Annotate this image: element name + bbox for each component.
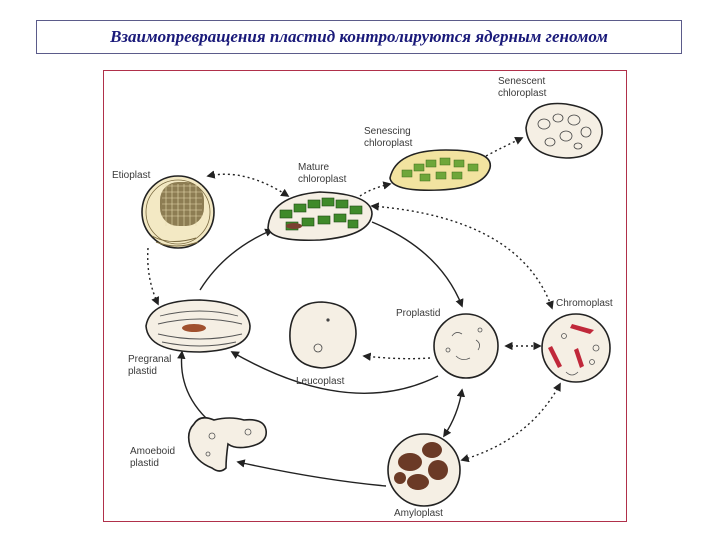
label-senescing-line1: Senescing <box>364 126 411 137</box>
mature-chloroplast <box>267 191 373 242</box>
label-senescent-line1: Senescent <box>498 76 545 87</box>
chromoplast <box>541 313 611 383</box>
pregranal-plastid <box>145 299 251 353</box>
label-chromoplast: Chromoplast <box>556 298 613 309</box>
leucoplast <box>289 301 357 369</box>
arrow-chromoplast-amyloplast <box>460 382 561 463</box>
label-proplastid: Proplastid <box>396 308 440 319</box>
label-amoeboid-line1: Amoeboid <box>130 446 175 457</box>
arrow-pregranal-mature <box>199 228 274 291</box>
arrow-proplastid-leucoplast <box>362 352 431 361</box>
arrow-mature-chromoplast <box>370 202 554 310</box>
etioplast <box>141 175 215 249</box>
arrow-proplastid-amyloplast <box>443 388 466 438</box>
proplastid <box>433 313 499 379</box>
senescing-chloroplast <box>389 149 491 192</box>
label-pregranal-line1: Pregranal <box>128 354 171 365</box>
arrow-mature-senescing <box>359 181 392 197</box>
label-senescent-line2: chloroplast <box>498 88 547 99</box>
amoeboid-plastid <box>187 416 268 472</box>
page-title: Взаимопревращения пластид контролируются… <box>36 20 682 54</box>
label-mature-line2: chloroplast <box>298 174 347 185</box>
arrow-amyloplast-amoeboid <box>236 459 387 487</box>
arrow-proplastid-pregranal <box>230 351 439 394</box>
arrow-mature-proplastid <box>371 221 464 308</box>
label-senescing-line2: chloroplast <box>364 138 413 149</box>
arrow-etioplast-pregranal <box>147 247 159 306</box>
senescent-chloroplast <box>525 102 603 159</box>
arrow-amoeboid-pregranal <box>177 350 207 419</box>
label-mature-line1: Mature <box>298 162 330 173</box>
arrow-etioplast-mature <box>206 170 290 197</box>
label-etioplast: Etioplast <box>112 170 151 181</box>
label-amyloplast: Amyloplast <box>394 508 443 519</box>
arrows <box>147 137 561 487</box>
label-amoeboid-line2: plastid <box>130 458 159 469</box>
label-leucoplast: Leucoplast <box>296 376 345 387</box>
amyloplast <box>387 433 461 507</box>
labels: Senescent chloroplast Senescing chloropl… <box>112 76 613 519</box>
arrow-senescing-senescent <box>485 137 524 157</box>
label-pregranal-line2: plastid <box>128 366 157 377</box>
